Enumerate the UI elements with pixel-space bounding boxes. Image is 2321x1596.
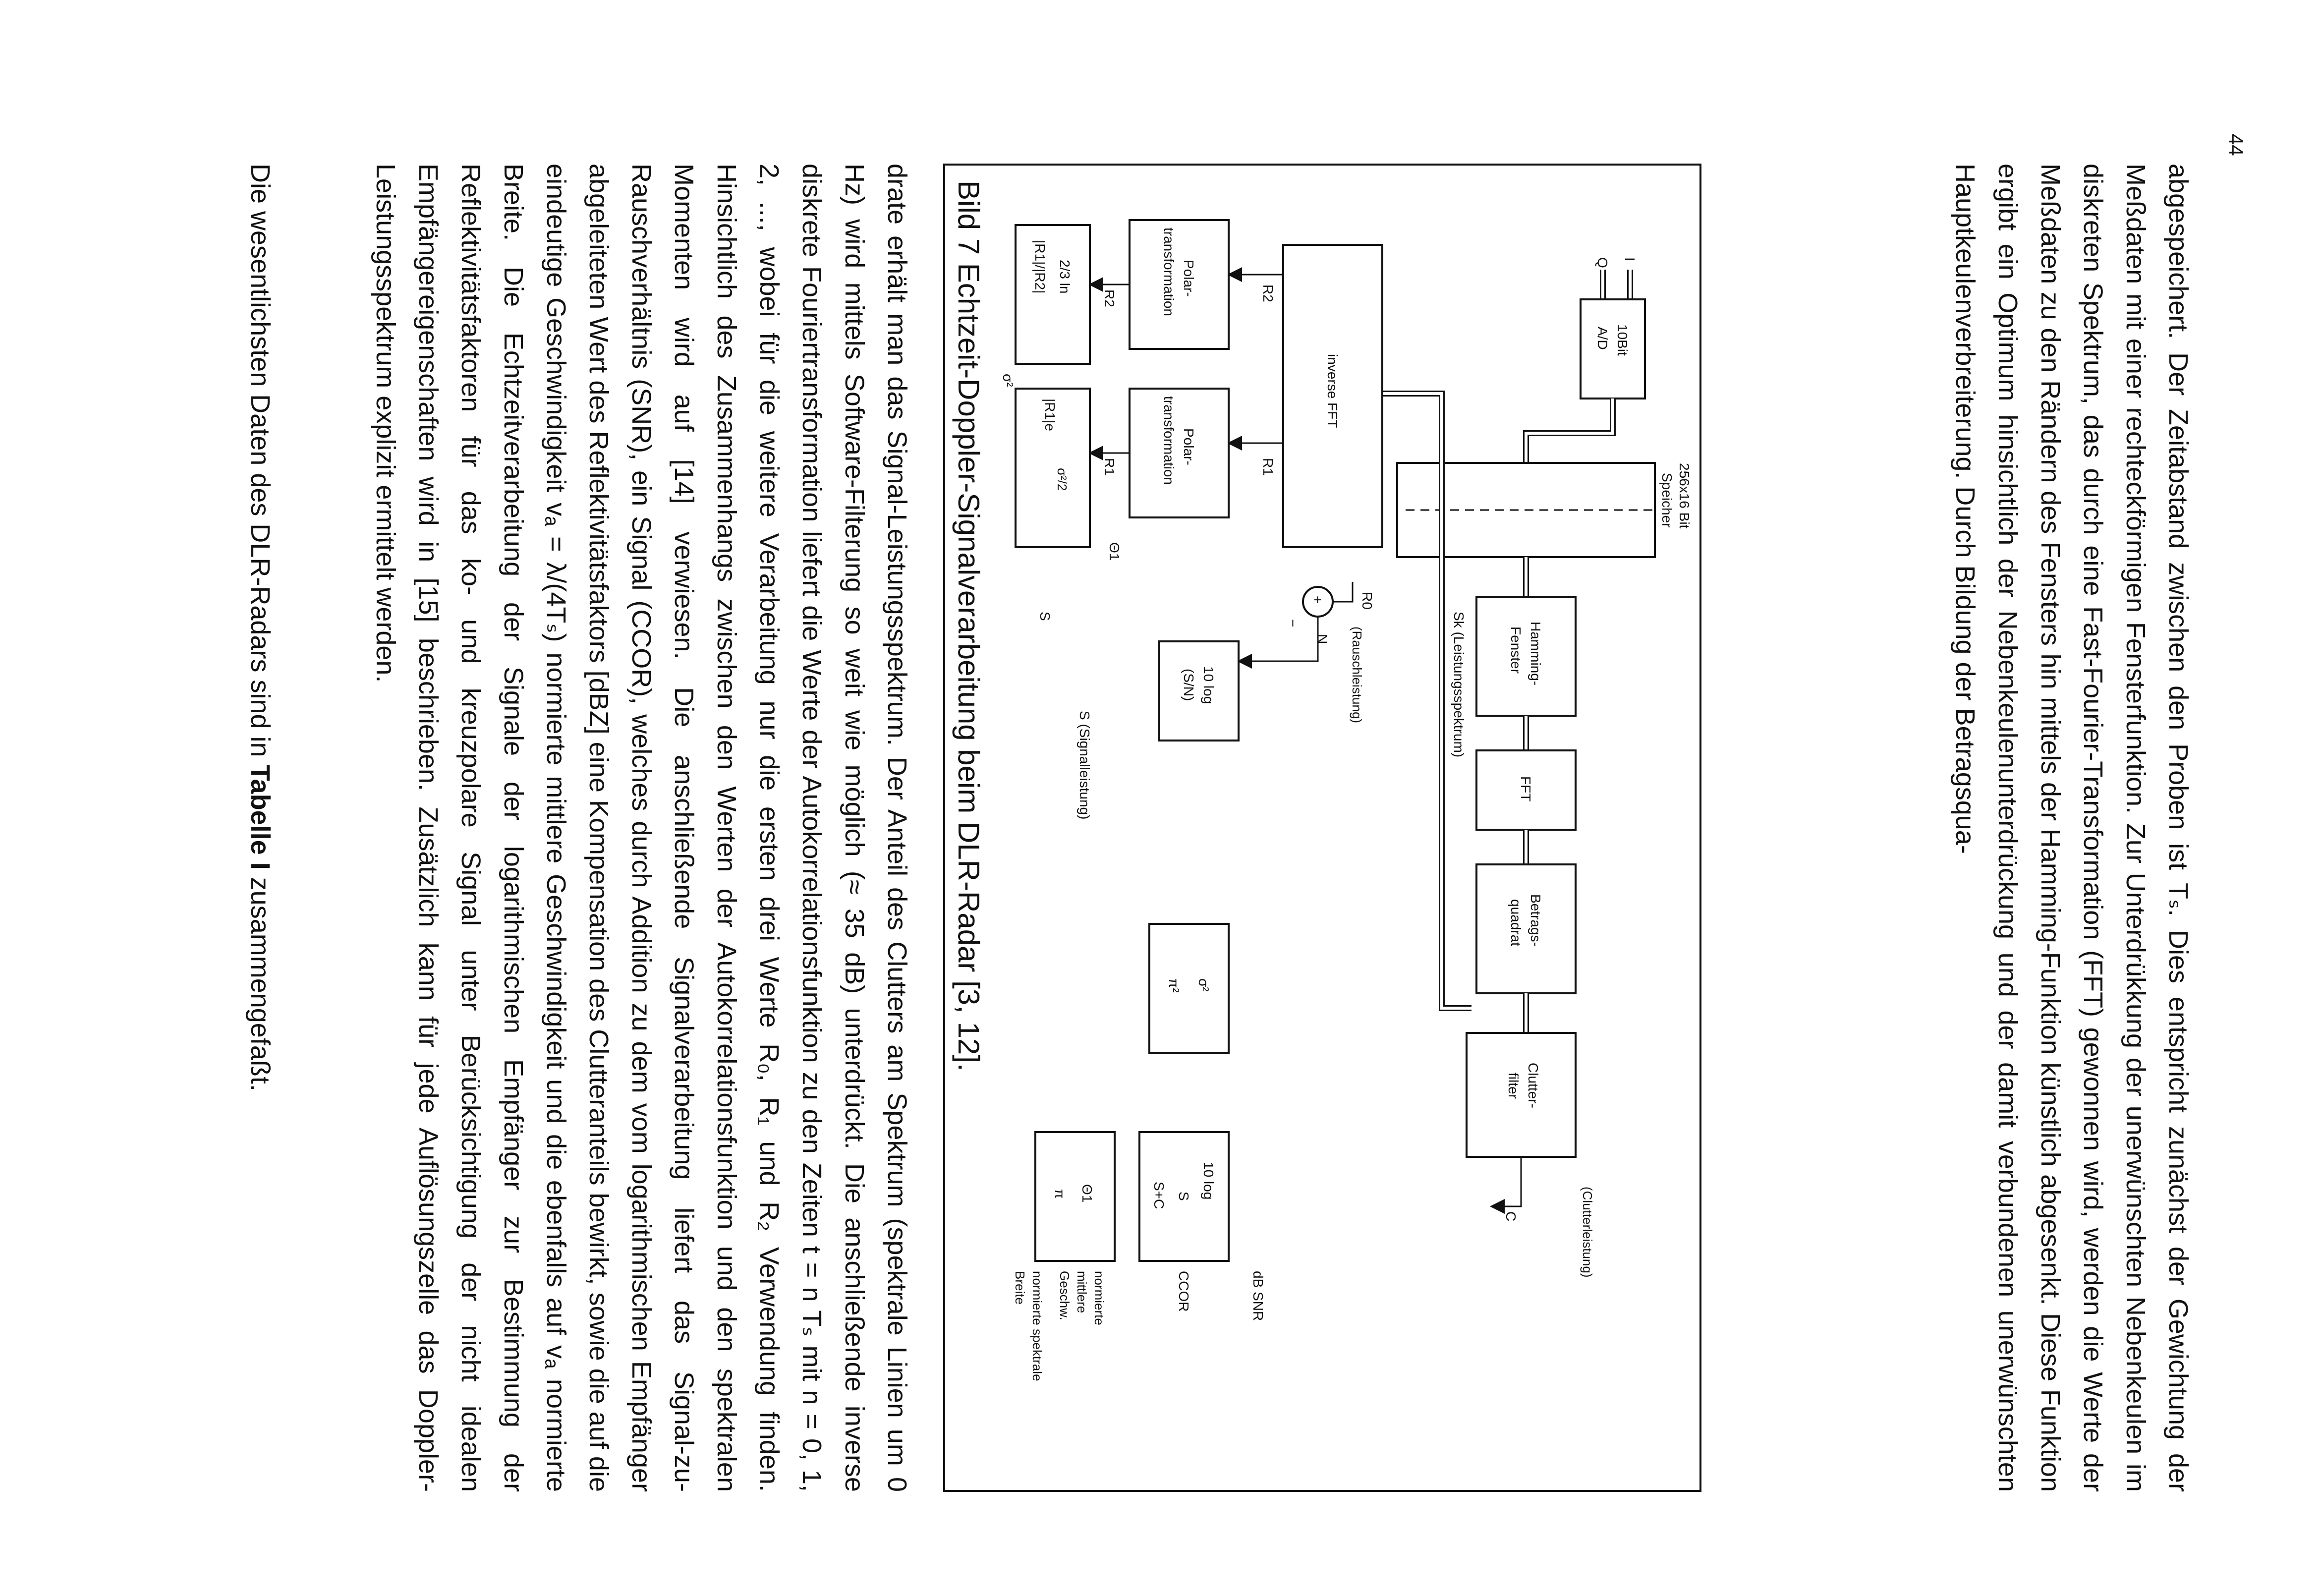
ln-label-1: 2/3 ln — [1057, 260, 1073, 294]
r1-exp-label: |R1|e — [1042, 399, 1058, 431]
label-r0: R0 — [1359, 592, 1375, 610]
output-geschw-3: Geschw. — [1057, 1271, 1072, 1320]
ln-label-2: |R1|/|R2| — [1032, 240, 1048, 293]
label-q: Q — [1595, 257, 1610, 268]
output-db-snr: dB SNR — [1250, 1271, 1266, 1321]
paragraph-3-suffix: zusammengefaßt. — [245, 869, 275, 1091]
log-ccor-den: S+C — [1151, 1182, 1167, 1209]
label-s: S — [1037, 612, 1053, 621]
paragraph-2: drate erhält man das Signal-Leistungsspe… — [364, 164, 918, 1492]
inverse-fft-box — [1282, 244, 1383, 548]
junction-plus: + — [1310, 596, 1325, 604]
r1-exp-sup: σ²/2 — [1055, 468, 1070, 491]
log-sn-label-2: (S/N) — [1181, 669, 1196, 701]
ad-label-1: 10Bit — [1615, 324, 1630, 356]
log-snr-box — [1158, 640, 1240, 741]
label-r1-abs: R1 — [1102, 458, 1117, 476]
figure-caption: Bild 7 Echtzeit-Doppler-Signalverarbeitu… — [952, 180, 985, 1072]
theta-num: Θ1 — [1079, 1184, 1095, 1202]
magnitude-square-box — [1475, 863, 1577, 994]
ad-converter-box — [1580, 298, 1646, 399]
log-ccor-label-1: 10 log — [1201, 1162, 1216, 1199]
label-theta1: Θ1 — [1107, 542, 1122, 561]
clutter-filter-box — [1466, 1032, 1577, 1158]
fft-label: FFT — [1518, 776, 1533, 801]
output-geschw-2: mittlere — [1075, 1271, 1089, 1313]
label-clutterleistung: (Clutterleistung) — [1580, 1187, 1595, 1278]
log-ccor-num: S — [1176, 1192, 1191, 1201]
betrag-label-2: quadrat — [1508, 899, 1524, 946]
polar1-label-2: transformation — [1161, 396, 1177, 485]
label-i: I — [1622, 257, 1638, 261]
log-ccor-box — [1138, 1131, 1230, 1262]
memory-label-1: 256x16 Bit — [1677, 463, 1692, 529]
table-reference: Tabelle I — [245, 764, 275, 870]
hamming-window-box — [1475, 596, 1577, 717]
output-ccor: CCOR — [1176, 1271, 1191, 1311]
output-geschw-1: normierte — [1092, 1271, 1107, 1325]
label-s-signalleistung: S (Signalleistung) — [1077, 711, 1092, 819]
label-r2: R2 — [1260, 285, 1276, 302]
sqrt-den: π² — [1166, 978, 1182, 993]
hamming-label-1: Hamming- — [1528, 622, 1543, 685]
junction-minus: − — [1285, 619, 1301, 627]
polar1-label-1: Polar- — [1181, 428, 1196, 465]
label-sigma2: σ² — [1000, 374, 1016, 387]
sqrt-box — [1148, 923, 1230, 1054]
paragraph-2-text: drate erhält man das Signal-Leistungsspe… — [371, 164, 912, 1492]
paragraph-3-prefix: Die wesentlichsten Daten des DLR-Radars … — [245, 164, 275, 765]
polar2-label-2: transformation — [1161, 228, 1177, 316]
polar2-label-1: Polar- — [1181, 260, 1196, 297]
hamming-label-2: Fenster — [1508, 627, 1524, 674]
output-breite-1: normierte spektrale — [1030, 1271, 1045, 1381]
paragraph-3: Die wesentlichsten Daten des DLR-Radars … — [239, 164, 282, 1492]
label-sk: Sk (Leistungsspektrum) — [1451, 612, 1467, 757]
ad-label-2: A/D — [1595, 327, 1610, 350]
ifft-label: inverse FFT — [1325, 354, 1340, 428]
clutter-label-1: Clutter- — [1526, 1063, 1541, 1108]
output-breite-2: Breite — [1013, 1271, 1027, 1305]
theta-den: π — [1052, 1189, 1068, 1198]
log-ratio-box — [1015, 224, 1091, 365]
memory-label-2: Speicher — [1659, 473, 1675, 528]
theta-box — [1034, 1131, 1116, 1262]
paragraph-1: abgespeichert. Der Zeitabstand zwischen … — [1944, 164, 2200, 1492]
r1-exp-box — [1015, 388, 1091, 548]
figure-frame: I Q 10Bit A/D 256x16 Bit Speicher Hammin… — [943, 164, 1701, 1492]
label-rauschleistung: (Rauschleistung) — [1350, 627, 1364, 723]
label-r2-abs: R2 — [1102, 289, 1117, 307]
label-n: N — [1315, 634, 1330, 644]
label-r1: R1 — [1260, 458, 1276, 476]
polar-transform-box-2 — [1129, 219, 1230, 350]
clutter-label-2: filter — [1506, 1073, 1521, 1099]
page-number: 44 — [2225, 134, 2247, 156]
signal-flow-diagram: I Q 10Bit A/D 256x16 Bit Speicher Hammin… — [1000, 219, 1692, 1381]
paragraph-1-text: abgespeichert. Der Zeitabstand zwischen … — [1950, 164, 2193, 1492]
polar-transform-box-1 — [1129, 388, 1230, 518]
sqrt-num: σ² — [1196, 978, 1211, 992]
paragraph-3-text: Die wesentlichsten Daten des DLR-Radars … — [239, 164, 282, 1492]
label-c: C — [1503, 1211, 1519, 1221]
betrag-label-1: Betrags- — [1528, 894, 1543, 947]
log-sn-label-1: 10 log — [1201, 666, 1216, 704]
